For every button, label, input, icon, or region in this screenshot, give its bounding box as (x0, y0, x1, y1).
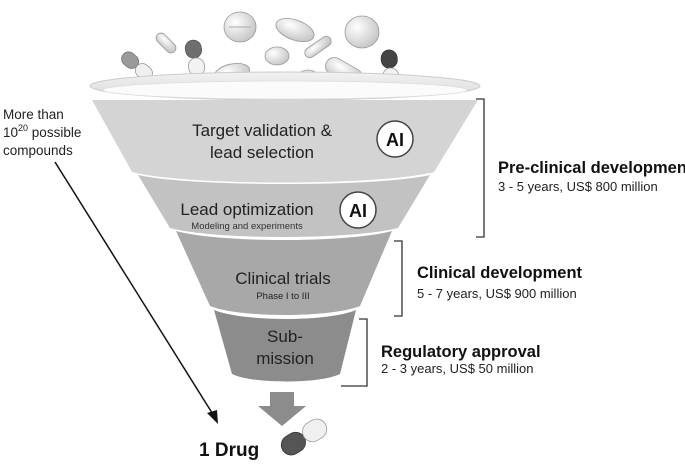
capsule-icon (155, 32, 177, 54)
tablet-icon (275, 17, 315, 43)
left-note-base: 10 (3, 125, 18, 140)
funnel-stage-1: Target validation & lead selection AI (92, 100, 478, 183)
stage-1-title-line-1: Target validation & (192, 121, 333, 140)
left-note-exponent: 20 (18, 123, 28, 133)
tablet-icon (264, 46, 290, 66)
stage-3-title: Clinical trials (235, 269, 330, 288)
left-note-line-2: 1020 possible (3, 123, 81, 140)
compound-arrow (54, 161, 218, 424)
left-note-rest: possible (28, 125, 81, 140)
capsule-icon (184, 39, 206, 77)
funnel-rim (89, 71, 481, 101)
phase-preclinical-title: Pre-clinical development (498, 159, 685, 177)
bracket-preclinical (476, 98, 485, 238)
tablet-icon (344, 15, 380, 49)
phase-regulatory-detail: 2 - 3 years, US$ 50 million (381, 361, 533, 376)
phase-clinical-detail: 5 - 7 years, US$ 900 million (417, 286, 577, 301)
stage-2-subtitle: Modeling and experiments (191, 221, 303, 232)
stage-2-title: Lead optimization (180, 200, 313, 219)
ai-badge: AI (339, 191, 377, 229)
result-label: 1 Drug (199, 440, 259, 461)
funnel-stage-2: Lead optimization Modeling and experimen… (138, 175, 430, 237)
phase-clinical-title: Clinical development (417, 264, 583, 282)
ai-badge-label: AI (349, 201, 367, 221)
stage-4-title-line-2: mission (256, 349, 314, 368)
stage-4-title-line-1: Sub- (267, 327, 303, 346)
bracket-regulatory (341, 318, 368, 387)
funnel-stage-3: Clinical trials Phase I to III (176, 231, 392, 315)
stage-1-title-line-2: lead selection (210, 143, 314, 162)
left-note-line-1: More than (3, 107, 64, 122)
down-arrow-icon (258, 392, 306, 426)
ai-badge: AI (376, 120, 414, 158)
bracket-clinical (394, 240, 403, 317)
capsule-icon (304, 35, 332, 59)
left-note-line-3: compounds (3, 143, 73, 158)
pill-icon (280, 418, 328, 456)
tablet-icon (223, 11, 257, 43)
phase-preclinical-detail: 3 - 5 years, US$ 800 million (498, 179, 658, 194)
left-note: More than 1020 possible compounds (3, 107, 81, 158)
phase-regulatory-title: Regulatory approval (381, 343, 541, 361)
ai-badge-label: AI (386, 130, 404, 150)
stage-3-subtitle: Phase I to III (256, 291, 309, 302)
funnel-stage-4: Sub- mission (214, 310, 356, 382)
